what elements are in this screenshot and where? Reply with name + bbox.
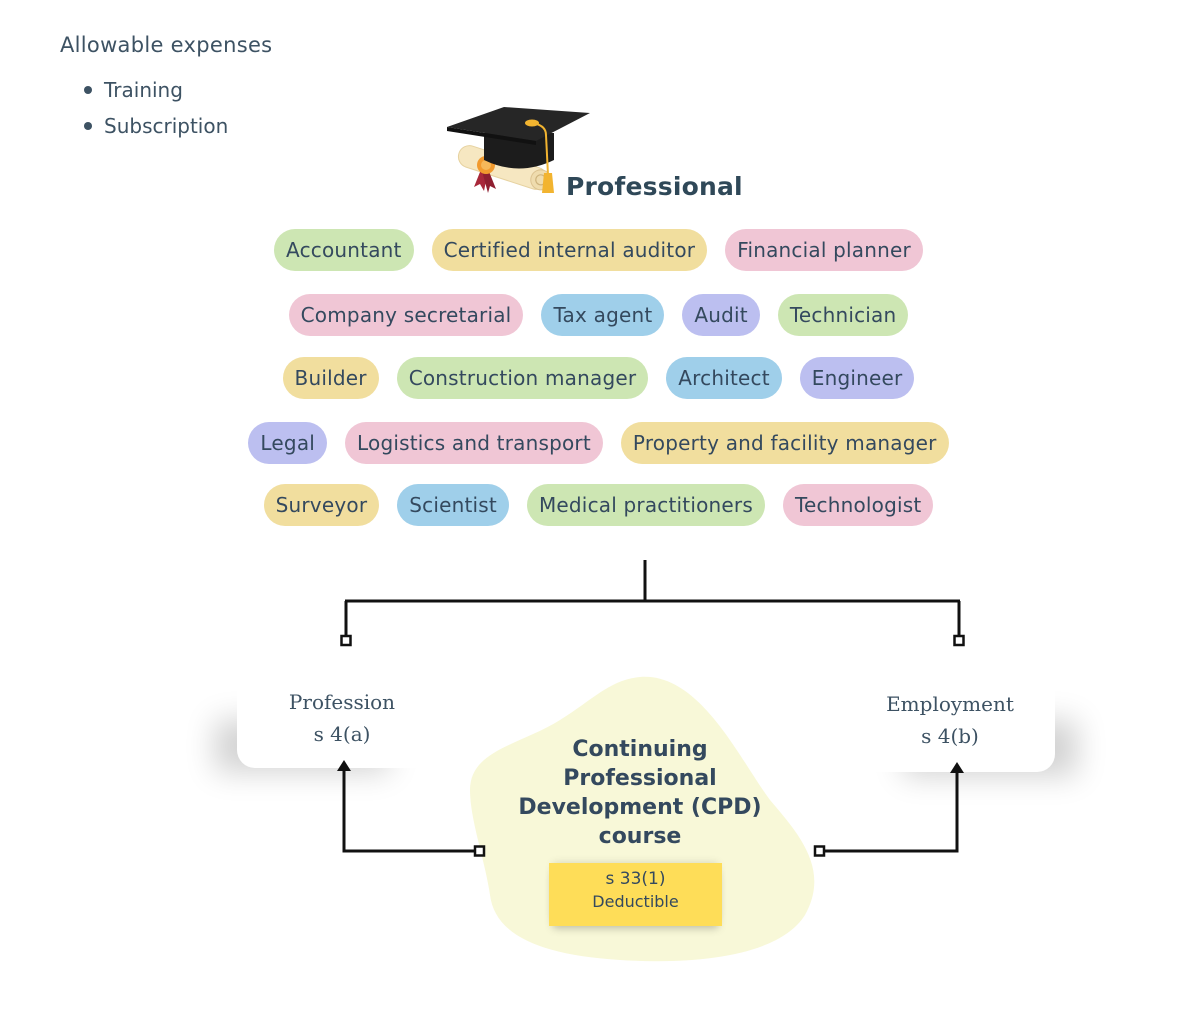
tag-construction-manager: Construction manager (396, 357, 649, 399)
tag-row-4: Legal Logistics and transport Property a… (0, 422, 1197, 464)
tag-tax-agent: Tax agent (541, 294, 665, 336)
arrow-start-right (813, 845, 826, 857)
tag-scientist: Scientist (397, 484, 509, 526)
allowable-expenses-title: Allowable expenses (60, 33, 273, 57)
arrow-to-profession (342, 770, 476, 853)
tag-row-5: Surveyor Scientist Medical practitioners… (0, 484, 1197, 526)
profession-section: s 4(a) (313, 722, 371, 746)
deductible-label: Deductible (592, 892, 679, 911)
profession-label: Profession (288, 690, 396, 714)
tag-property-and-facility-manager: Property and facility manager (620, 422, 949, 464)
allowable-expenses-list: Training Subscription (84, 72, 228, 144)
cpd-title: Continuing Professional Development (CPD… (480, 735, 800, 851)
tag-builder: Builder (282, 357, 379, 399)
expense-item: Subscription (84, 108, 228, 144)
tag-row-1: Accountant Certified internal auditor Fi… (0, 229, 1197, 271)
expense-item-label: Subscription (104, 114, 229, 138)
tag-company-secretarial: Company secretarial (288, 294, 524, 336)
tag-engineer: Engineer (799, 357, 915, 399)
tag-financial-planner: Financial planner (725, 229, 923, 271)
tag-audit: Audit (682, 294, 760, 336)
tag-technician: Technician (777, 294, 909, 336)
expense-item: Training (84, 72, 228, 108)
expense-item-label: Training (104, 78, 183, 102)
cpd-line: Development (CPD) (518, 795, 762, 820)
connector-left-end (340, 634, 352, 647)
tag-row-2: Company secretarial Tax agent Audit Tech… (0, 294, 1197, 336)
tag-medical-practitioners: Medical practitioners (526, 484, 765, 526)
tag-certified-internal-auditor: Certified internal auditor (431, 229, 708, 271)
cpd-line: Professional (563, 766, 717, 791)
tag-accountant: Accountant (274, 229, 414, 271)
employment-card: Employment s 4(b) (845, 680, 1055, 772)
tag-legal: Legal (248, 422, 328, 464)
professional-title: Professional (566, 172, 743, 201)
cpd-line: course (598, 824, 682, 849)
tag-technologist: Technologist (782, 484, 934, 526)
tag-architect: Architect (666, 357, 782, 399)
arrow-head-employment (950, 762, 964, 773)
arrow-start-left (473, 845, 486, 857)
arrow-to-employment (825, 772, 959, 853)
tag-logistics-and-transport: Logistics and transport (345, 422, 603, 464)
section-reference: s 33(1) (605, 869, 666, 889)
tag-surveyor: Surveyor (263, 484, 380, 526)
cpd-line: Continuing (572, 737, 708, 762)
bullet-icon (84, 122, 92, 130)
employment-section: s 4(b) (921, 724, 979, 748)
bullet-icon (84, 86, 92, 94)
employment-label: Employment (886, 692, 1014, 716)
graduation-cap-diploma-icon (447, 107, 590, 193)
arrow-head-profession (337, 760, 351, 771)
profession-card: Profession s 4(a) (237, 680, 447, 768)
tag-row-3: Builder Construction manager Architect E… (0, 357, 1197, 399)
connector-right-end (953, 634, 965, 647)
deductible-box: s 33(1) Deductible (549, 863, 722, 926)
